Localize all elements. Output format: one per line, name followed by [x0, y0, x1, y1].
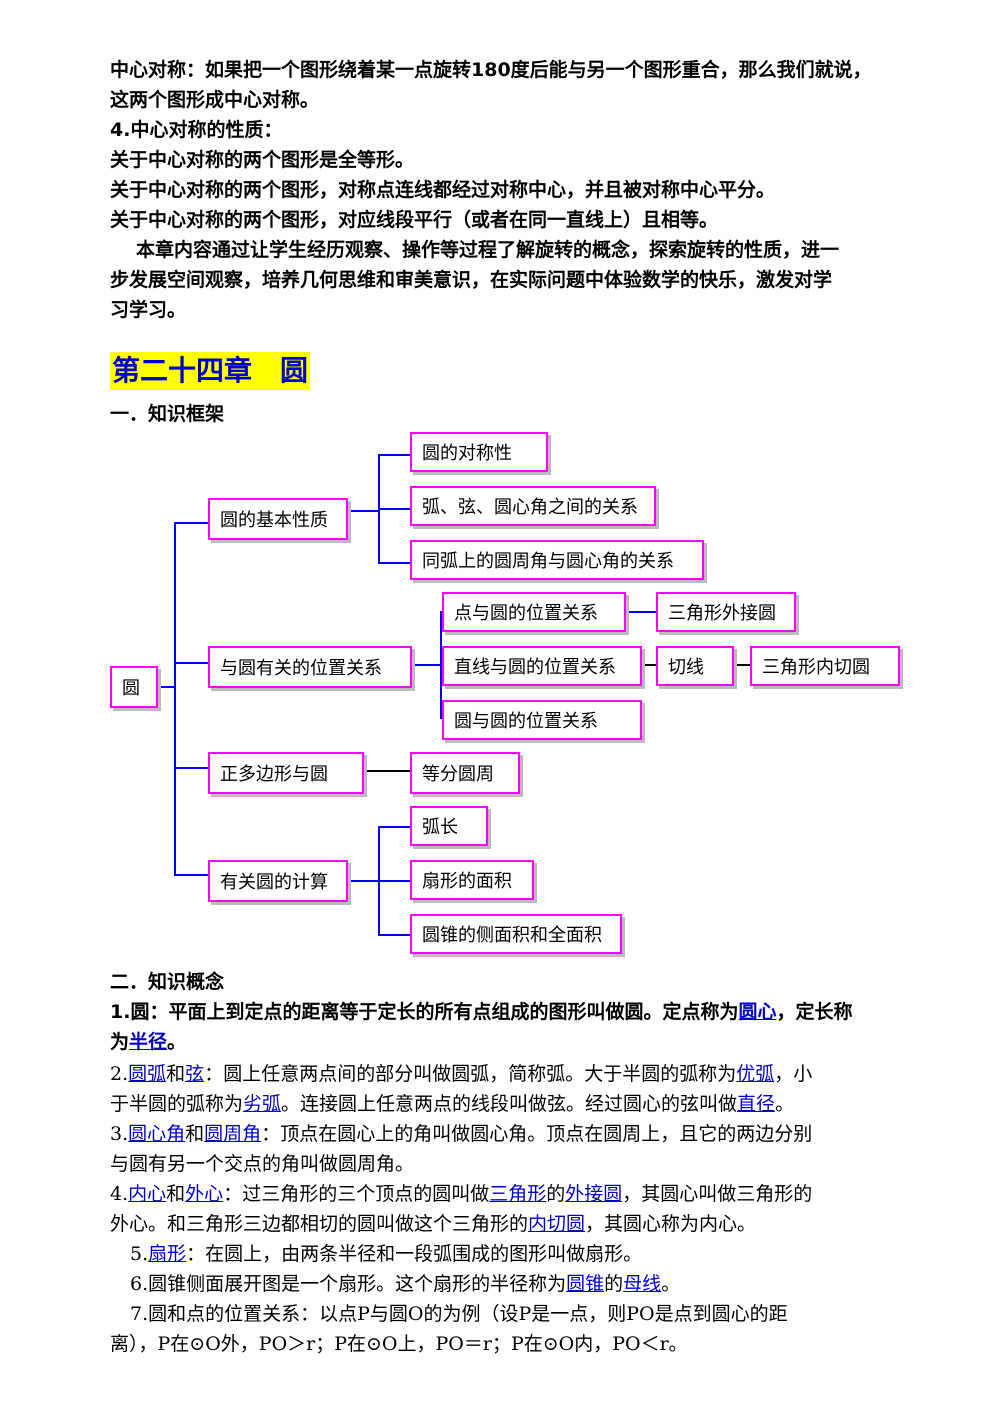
node-sector-area: 扇形的面积: [410, 860, 534, 900]
concept-2-line2: 于半圆的弧称为劣弧。连接圆上任意两点的线段叫做弦。经过圆心的弦叫做直径。: [110, 1093, 795, 1115]
concept-6: 6.圆锥侧面展开图是一个扇形。这个扇形的半径称为圆锥的母线。: [130, 1273, 681, 1295]
link-incenter[interactable]: 内心: [128, 1183, 167, 1205]
concept-3-line2: 与圆有另一个交点的角叫做圆周角。: [110, 1153, 415, 1175]
link-central-angle[interactable]: 圆心角: [128, 1123, 186, 1145]
node-position-relations: 与圆有关的位置关系: [208, 646, 412, 688]
summary-line1: 本章内容通过让学生经历观察、操作等过程了解旋转的概念，探索旋转的性质，进一: [136, 239, 840, 261]
summary-line3: 习学习。: [110, 299, 187, 321]
node-inscribed-central-angle: 同弧上的圆周角与圆心角的关系: [410, 540, 704, 580]
node-tangent: 切线: [656, 646, 734, 686]
concept-7-line1: 7.圆和点的位置关系：以点P与圆O的为例（设P是一点，则PO是点到圆心的距: [130, 1303, 788, 1325]
link-generatrix[interactable]: 母线: [623, 1273, 662, 1295]
node-arc-length: 弧长: [410, 806, 488, 846]
link-arc[interactable]: 圆弧: [128, 1063, 167, 1085]
central-symmetry-def-line2: 这两个图形成中心对称。: [110, 89, 320, 111]
property-1: 关于中心对称的两个图形是全等形。: [110, 149, 415, 171]
link-sector[interactable]: 扇形: [148, 1243, 187, 1265]
link-circumcircle[interactable]: 外接圆: [565, 1183, 623, 1205]
summary-line2: 步发展空间观察，培养几何思维和审美意识，在实际问题中体验数学的快乐，激发对学: [110, 269, 833, 291]
node-divide-circumference: 等分圆周: [410, 752, 520, 794]
node-line-circle: 直线与圆的位置关系: [442, 646, 642, 686]
section-knowledge-framework: 一．知识框架: [110, 403, 225, 425]
node-regular-polygon: 正多边形与圆: [208, 752, 364, 794]
link-major-arc[interactable]: 优弧: [736, 1063, 775, 1085]
property-2: 关于中心对称的两个图形，对称点连线都经过对称中心，并且被对称中心平分。: [110, 179, 776, 201]
central-symmetry-def-line1: 中心对称：如果把一个图形绕着某一点旋转180度后能与另一个图形重合，那么我们就说…: [110, 59, 872, 81]
concept-1-line1: 1.圆：平面上到定点的距离等于定长的所有点组成的图形叫做圆。定点称为圆心，定长称: [110, 1001, 853, 1023]
node-point-circle: 点与圆的位置关系: [442, 592, 626, 632]
properties-heading: 4.中心对称的性质：: [110, 119, 283, 141]
node-circle-root: 圆: [110, 666, 158, 708]
node-cone-area: 圆锥的侧面积和全面积: [410, 914, 622, 954]
node-circumcircle: 三角形外接圆: [656, 592, 796, 632]
link-incircle[interactable]: 内切圆: [528, 1213, 586, 1235]
link-circumcenter[interactable]: 外心: [185, 1183, 224, 1205]
link-chord[interactable]: 弦: [185, 1063, 205, 1085]
node-symmetry: 圆的对称性: [410, 432, 548, 472]
concept-7-line2: 离），P在⊙O外，PO＞r；P在⊙O上，PO＝r；P在⊙O内，PO＜r。: [110, 1333, 688, 1355]
node-calculations: 有关圆的计算: [208, 860, 348, 902]
concept-4-line2: 外心。和三角形三边都相切的圆叫做这个三角形的内切圆，其圆心称为内心。: [110, 1213, 757, 1235]
property-3: 关于中心对称的两个图形，对应线段平行（或者在同一直线上）且相等。: [110, 209, 719, 231]
concept-4-line1: 4.内心和外心：过三角形的三个顶点的圆叫做三角形的外接圆，其圆心叫做三角形的: [110, 1183, 813, 1205]
node-basic-properties: 圆的基本性质: [208, 498, 348, 540]
link-cone[interactable]: 圆锥: [566, 1273, 605, 1295]
chapter-title: 第二十四章 圆: [110, 352, 311, 390]
concept-5: 5.扇形：在圆上，由两条半径和一段弧围成的图形叫做扇形。: [130, 1243, 643, 1265]
node-incircle: 三角形内切圆: [750, 646, 900, 686]
concept-1-line2: 为半径。: [110, 1031, 187, 1053]
link-radius[interactable]: 半径: [129, 1031, 168, 1053]
link-center[interactable]: 圆心: [738, 1001, 777, 1023]
link-inscribed-angle[interactable]: 圆周角: [204, 1123, 262, 1145]
node-arc-chord-angle: 弧、弦、圆心角之间的关系: [410, 486, 656, 526]
node-circle-circle: 圆与圆的位置关系: [442, 700, 642, 740]
link-minor-arc[interactable]: 劣弧: [243, 1093, 282, 1115]
concept-2-line1: 2.圆弧和弦：圆上任意两点间的部分叫做圆弧，简称弧。大于半圆的弧称为优弧，小: [110, 1063, 813, 1085]
concept-3-line1: 3.圆心角和圆周角：顶点在圆心上的角叫做圆心角。顶点在圆周上，且它的两边分别: [110, 1123, 813, 1145]
link-triangle[interactable]: 三角形: [489, 1183, 547, 1205]
section-knowledge-concepts: 二．知识概念: [110, 971, 225, 993]
link-diameter[interactable]: 直径: [737, 1093, 776, 1115]
